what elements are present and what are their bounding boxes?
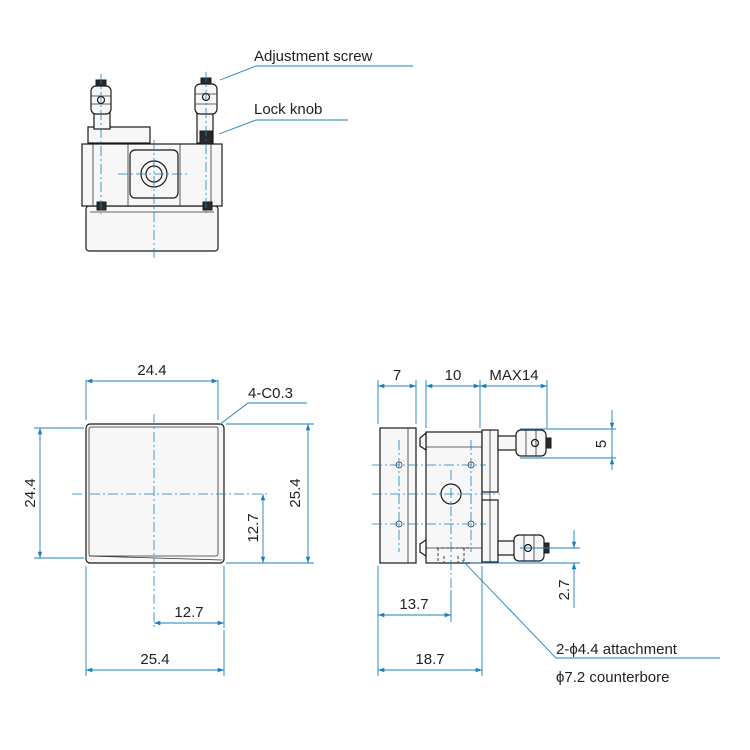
dim-right-height: 25.4 xyxy=(287,478,304,507)
dim-side-5: 5 xyxy=(593,440,610,448)
dim-left-height: 24.4 xyxy=(22,478,39,507)
dim-side-7: 7 xyxy=(393,367,401,384)
dim-center-width: 12.7 xyxy=(174,604,203,621)
dim-side-max14: MAX14 xyxy=(489,367,538,384)
lock-knob-label: Lock knob xyxy=(254,101,322,118)
front-view: 24.4 4-C0.3 24.4 25.4 12.7 12.7 25.4 xyxy=(22,362,314,676)
side-view-body xyxy=(425,431,483,564)
top-view: Adjustment screw Lock knob xyxy=(81,48,413,258)
dim-center-height: 12.7 xyxy=(245,513,262,542)
attachment-label-line2: ϕ7.2 counterbore xyxy=(556,669,669,686)
front-view-outer-square xyxy=(85,423,225,564)
dim-side-2-7: 2.7 xyxy=(556,580,573,601)
dim-side-10: 10 xyxy=(445,367,462,384)
top-view-lock-bar xyxy=(87,126,151,144)
attachment-label-line1: 2-ϕ4.4 attachment xyxy=(556,641,678,658)
chamfer-label: 4-C0.3 xyxy=(248,385,293,402)
dim-bottom-width: 25.4 xyxy=(140,651,169,668)
side-view: 7 10 MAX14 5 2.7 13.7 18.7 2-ϕ4.4 attach… xyxy=(372,367,720,686)
dim-side-18-7: 18.7 xyxy=(415,651,444,668)
top-view-base-plate xyxy=(85,205,219,252)
side-view-upper-screw xyxy=(497,429,552,457)
dim-top-width: 24.4 xyxy=(137,362,166,379)
dim-side-13-7: 13.7 xyxy=(399,596,428,613)
adjustment-screw-label: Adjustment screw xyxy=(254,48,373,65)
side-view-left-plate xyxy=(379,427,417,564)
